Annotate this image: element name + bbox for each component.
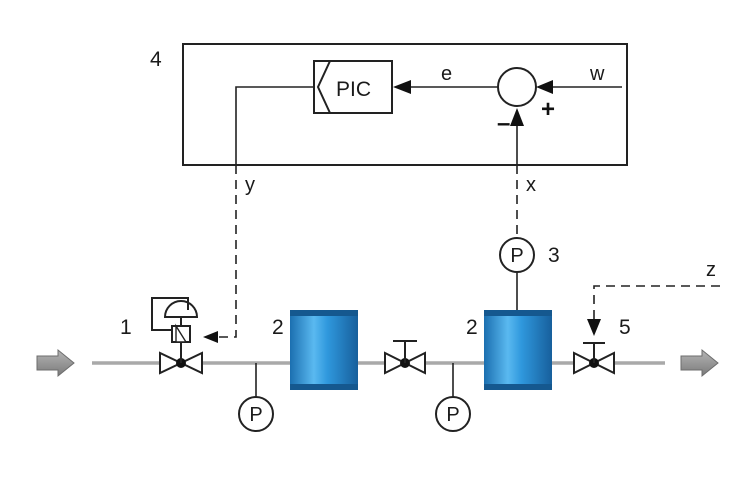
output-line-solid	[235, 86, 314, 165]
setpoint-arrowhead	[536, 80, 553, 94]
pic-controller: PIC	[313, 60, 393, 114]
control-valve-number: 1	[120, 316, 132, 339]
error-label: e	[441, 63, 452, 85]
controller-number-label: 4	[150, 48, 162, 71]
disturbance-line	[593, 285, 720, 320]
output-label: y	[245, 174, 255, 196]
output-line-dashed	[214, 165, 237, 338]
feedback-arrowhead	[510, 108, 524, 126]
controller-box	[182, 43, 628, 166]
pressure-transmitter-icon	[499, 237, 535, 273]
output-arrowhead	[203, 331, 218, 343]
tank-left-number: 2	[272, 316, 284, 339]
outlet-arrow-icon	[680, 348, 719, 378]
pic-label: PIC	[336, 78, 371, 101]
outlet-valve-number: 5	[619, 316, 631, 339]
pressure-gauge-left-icon	[238, 396, 274, 432]
manual-valve-icon	[384, 340, 426, 375]
control-valve-icon	[151, 297, 203, 375]
setpoint-label: w	[589, 63, 605, 85]
tank-right-number: 2	[466, 316, 478, 339]
minus-sign: –	[497, 110, 510, 137]
error-arrowhead	[393, 80, 411, 94]
summing-junction	[497, 67, 537, 107]
outlet-valve-icon	[573, 342, 615, 375]
disturbance-label: z	[706, 259, 716, 281]
pt-label: P	[510, 245, 523, 267]
pg-right-label: P	[446, 404, 459, 426]
inlet-arrow-icon	[36, 348, 75, 378]
pressure-transmitter-number: 3	[548, 244, 560, 267]
tank-right-icon	[484, 310, 552, 390]
disturbance-arrowhead	[587, 319, 601, 336]
pressure-gauge-right-icon	[435, 396, 471, 432]
plus-sign: +	[541, 96, 555, 123]
feedback-label: x	[526, 174, 536, 196]
pg-left-label: P	[249, 404, 262, 426]
tank-left-icon	[290, 310, 358, 390]
